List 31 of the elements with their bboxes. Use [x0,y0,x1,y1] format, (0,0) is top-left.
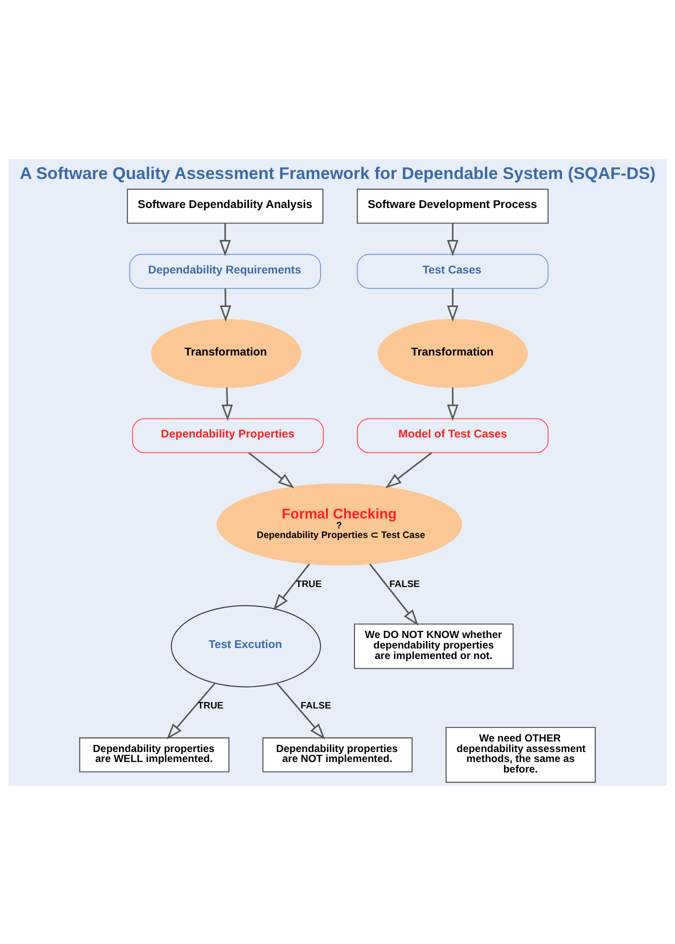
edge-label: FALSE [300,700,332,712]
node-box: Software Development Process [356,188,549,224]
edge-label: TRUE [198,700,224,712]
node-box: We need OTHER dependability assessment methods, the same as before. [446,726,596,782]
arrow [447,387,458,420]
edge-label: TRUE [296,578,322,590]
arrow [219,222,231,256]
arrow [222,387,233,420]
node-box: Dependability properties are NOT implemented. [262,736,413,772]
arrow [447,222,458,256]
arrow [276,682,326,740]
node-ellipse: Test Excution [170,604,321,687]
arrow [273,563,310,610]
arrow [248,452,294,488]
node-ellipse: Formal Checking ? Dependability Properties ⊂ Test Case [216,482,462,566]
node-box: Dependability properties are WELL implemented. [79,736,230,772]
edge-label: FALSE [389,578,420,590]
node-box: Software Dependability Analysis [126,188,324,224]
node-box: Dependability Properties [132,418,324,453]
node-box: Test Cases [356,253,549,288]
node-box: Model of Test Cases [356,418,549,453]
node-box: Dependability Requirements [129,253,321,288]
arrow [447,288,458,322]
node-ellipse: Transformation [151,318,302,388]
arrow [220,288,232,322]
node-box: We DO NOT KNOW whether dependability properties are implemented or not. [354,623,514,668]
diagram-title: A Software Quality Assessment Framework for Dependable System (SQAF-DS) [20,164,656,183]
arrow [385,452,432,488]
node-ellipse: Transformation [378,318,528,388]
arrow [369,563,418,626]
arrow [166,682,216,740]
